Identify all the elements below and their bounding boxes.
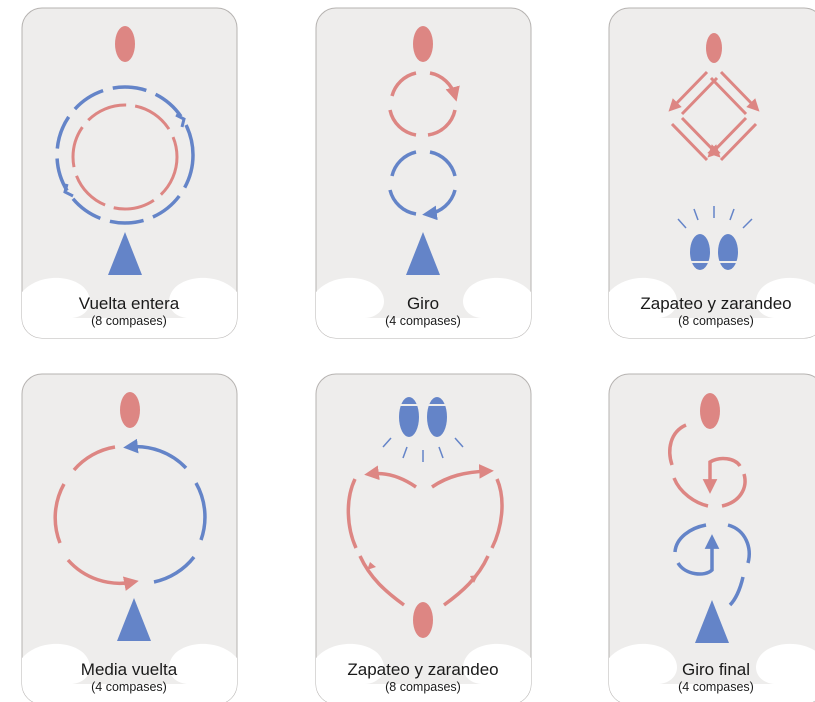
- male-dancer-marker: [406, 232, 440, 275]
- male-half-turn-path: [123, 438, 207, 584]
- card-subtitle: (4 compases): [385, 314, 461, 328]
- male-dancer-marker: [108, 232, 142, 275]
- card-subtitle: (8 compases): [385, 680, 461, 694]
- male-spin-path: [388, 150, 457, 221]
- floor-pattern: [609, 277, 815, 338]
- female-dancer-marker: [413, 26, 433, 62]
- card-vuelta-entera: Vuelta entera (8 compases): [21, 7, 238, 339]
- female-final-spin-path: [668, 423, 747, 508]
- card-title: Zapateo y zarandeo: [347, 660, 498, 679]
- card-subtitle: (4 compases): [678, 680, 754, 694]
- arrow-head: [367, 562, 376, 570]
- card-title: Giro: [407, 294, 439, 313]
- arrow-head: [470, 575, 478, 583]
- card-subtitle: (8 compases): [91, 314, 167, 328]
- card-zapateo-y-zarandeo-1: Zapateo y zarandeo (8 compases): [608, 7, 815, 339]
- female-diamond-path: [668, 70, 760, 162]
- female-dancer-marker: [120, 392, 140, 428]
- male-final-spin-path: [673, 523, 751, 607]
- floor-pattern: [22, 643, 237, 702]
- female-dancer-marker: [413, 602, 433, 638]
- female-dancer-marker: [706, 33, 722, 63]
- footprints-icon: [677, 206, 753, 270]
- card-media-vuelta: Media vuelta (4 compases): [21, 373, 238, 702]
- card-giro: Giro (4 compases): [315, 7, 532, 339]
- card-title: Vuelta entera: [79, 294, 180, 313]
- card-subtitle: (8 compases): [678, 314, 754, 328]
- arrow-head: [63, 183, 74, 198]
- card-subtitle: (4 compases): [91, 680, 167, 694]
- card-zapateo-y-zarandeo-2: Zapateo y zarandeo (8 compases): [315, 373, 532, 702]
- card-title: Giro final: [682, 660, 750, 679]
- female-dancer-marker: [700, 393, 720, 429]
- female-dancer-marker: [115, 26, 135, 62]
- female-spin-path: [388, 71, 460, 137]
- floor-pattern: [316, 643, 531, 702]
- floor-pattern: [316, 277, 531, 338]
- floor-pattern: [609, 643, 815, 702]
- arrow-head: [175, 113, 186, 128]
- male-dancer-marker: [117, 598, 151, 641]
- card-background: [315, 373, 532, 702]
- female-dancer-path: [71, 103, 179, 211]
- card-giro-final: Giro final (4 compases): [608, 373, 815, 702]
- male-dancer-path: [55, 85, 195, 225]
- female-half-turn-path: [53, 445, 139, 591]
- card-background: [21, 373, 238, 702]
- male-dancer-marker: [695, 600, 729, 643]
- card-title: Zapateo y zarandeo: [640, 294, 791, 313]
- female-heart-path: [346, 464, 504, 607]
- card-title: Media vuelta: [81, 660, 178, 679]
- floor-pattern: [22, 277, 237, 338]
- footprints-icon: [382, 397, 464, 462]
